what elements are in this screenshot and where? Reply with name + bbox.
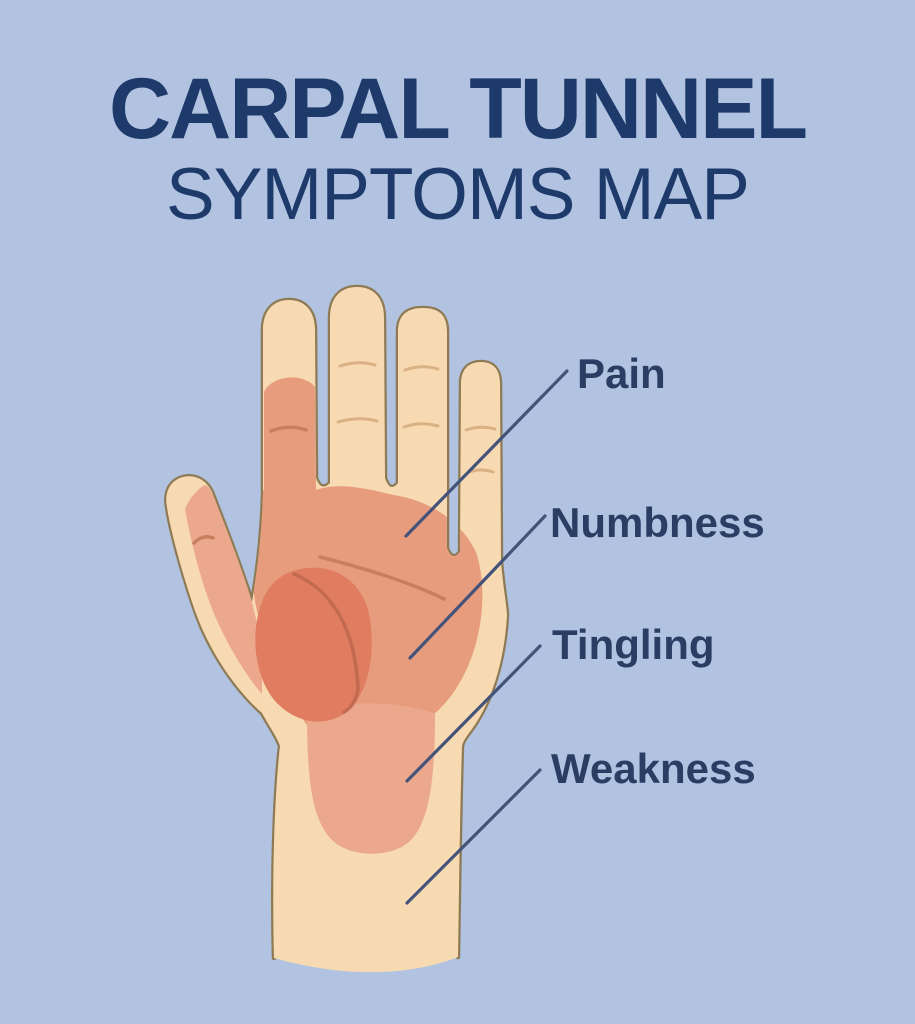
numbness-leader-line	[408, 514, 547, 660]
label-pain: Pain	[577, 350, 666, 397]
symptom-shading	[185, 361, 497, 854]
label-tingling: Tingling	[552, 621, 715, 668]
symptom-area-wrist	[307, 703, 435, 854]
page-subtitle: SYMPTOMS MAP	[166, 154, 750, 235]
symptom-area-thenar	[255, 567, 372, 722]
thenar-crease	[292, 572, 360, 714]
palm-creases	[192, 425, 446, 601]
page-title: CARPAL TUNNEL	[108, 61, 808, 157]
pain-leader-line	[404, 369, 569, 538]
label-weakness: Weakness	[551, 745, 756, 792]
leader-lines	[404, 369, 569, 905]
finger-creases	[336, 361, 497, 474]
weakness-leader-line	[405, 768, 542, 905]
label-numbness: Numbness	[550, 499, 765, 546]
tingling-leader-line	[405, 644, 542, 783]
